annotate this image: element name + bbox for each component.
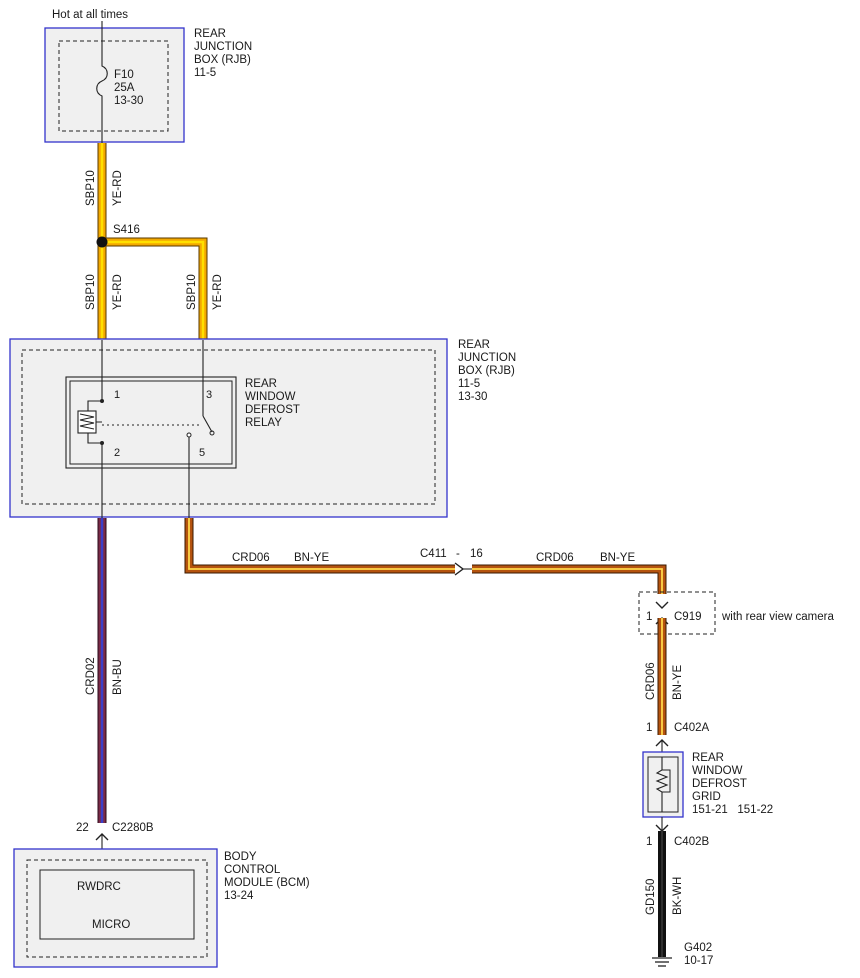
relay-name-1: REAR bbox=[245, 378, 277, 390]
c919-dashed-box bbox=[638, 591, 716, 635]
rjb-top-inner-dashed bbox=[58, 40, 169, 132]
connector-c402b: 1 C402B bbox=[646, 817, 709, 848]
relay-pin-5: 5 bbox=[199, 447, 205, 459]
fuse-page-ref: 13-30 bbox=[114, 95, 143, 107]
c411-label: C411 bbox=[420, 548, 447, 560]
wire-sbp10-top-circuit: SBP10 bbox=[85, 170, 97, 206]
grid-bracket bbox=[662, 769, 671, 793]
wire-sbp10-left-circuit: SBP10 bbox=[85, 274, 97, 310]
rjb-main-name-1: REAR bbox=[458, 339, 490, 351]
ground-label: G402 bbox=[684, 942, 712, 954]
relay-pin5-contact bbox=[186, 432, 192, 438]
wire-sbp10-left-color: YE-RD bbox=[112, 274, 124, 310]
grid-name-3: DEFROST bbox=[692, 778, 747, 790]
rjb-top-page-ref: 11-5 bbox=[194, 67, 216, 79]
c2280b-pin: 22 bbox=[76, 822, 89, 834]
rjb-main-name-3: BOX (RJB) bbox=[458, 365, 515, 377]
c2280b-label: C2280B bbox=[112, 822, 154, 834]
wire-crd06-a-color: BN-YE bbox=[294, 552, 329, 564]
relay-switch-pivot bbox=[209, 430, 215, 436]
c402a-pin: 1 bbox=[646, 722, 652, 734]
bcm-name-1: BODY bbox=[224, 851, 257, 863]
relay-pin-1: 1 bbox=[114, 389, 120, 401]
c402b-label: C402B bbox=[674, 836, 709, 848]
rjb-top-name-3: BOX (RJB) bbox=[194, 54, 251, 66]
c402b-pin: 1 bbox=[646, 836, 652, 848]
fuse-f10-label: F10 bbox=[114, 69, 134, 81]
c411-dash: - bbox=[456, 548, 460, 560]
grid-inner-box bbox=[647, 756, 679, 813]
relay-outer-box bbox=[65, 376, 237, 469]
wire-crd02-circuit: CRD02 bbox=[85, 657, 97, 695]
c919-note: with rear view camera bbox=[721, 611, 834, 623]
defrost-relay: 1 2 3 5 REAR WINDOW DEFROST RELAY bbox=[65, 340, 300, 518]
rjb-main-page-ref-1: 11-5 bbox=[458, 378, 480, 390]
grid-name-4: GRID bbox=[692, 791, 721, 803]
rjb-main-box bbox=[9, 338, 448, 518]
relay-coil-zigzag bbox=[79, 413, 95, 430]
relay-name-2: WINDOW bbox=[245, 391, 296, 403]
wire-sbp10-right-color: YE-RD bbox=[212, 274, 224, 310]
relay-pin-3: 3 bbox=[206, 389, 212, 401]
fuse-f10-symbol bbox=[96, 58, 108, 110]
grid-page-refs: 151-21 151-22 bbox=[692, 804, 773, 816]
c402a-label: C402A bbox=[674, 722, 709, 734]
bcm-micro-box bbox=[39, 869, 195, 940]
rjb-main-name-2: JUNCTION bbox=[458, 352, 516, 364]
wire-crd06-b-circuit: CRD06 bbox=[536, 552, 574, 564]
rjb-top-name-1: REAR bbox=[194, 28, 226, 40]
bcm-dashed-box bbox=[26, 859, 208, 958]
wire-crd06-a-circuit: CRD06 bbox=[232, 552, 270, 564]
connector-c919: 1 C919 with rear view camera bbox=[638, 591, 834, 635]
bcm-micro-label: MICRO bbox=[92, 919, 130, 931]
power-note: Hot at all times bbox=[52, 9, 128, 21]
relay-name-4: RELAY bbox=[245, 417, 282, 429]
splice-s416-label: S416 bbox=[113, 224, 140, 236]
grid-outer-box bbox=[642, 751, 684, 818]
wire-sbp10-top-color: YE-RD bbox=[112, 170, 124, 206]
relay-pin-2: 2 bbox=[114, 447, 120, 459]
connector-c411: C411 - 16 bbox=[420, 548, 483, 576]
relay-name-3: DEFROST bbox=[245, 404, 300, 416]
connector-c402a: 1 C402A bbox=[646, 722, 709, 752]
c411-arrow-icon bbox=[454, 562, 465, 576]
c919-label: C919 bbox=[674, 611, 702, 623]
wire-sbp10-branch[interactable] bbox=[102, 237, 208, 340]
relay-inner-box bbox=[69, 380, 233, 465]
relay-switch-arm bbox=[202, 415, 213, 433]
grid-name-1: REAR bbox=[692, 752, 724, 764]
rjb-main-inner-dashed bbox=[21, 349, 436, 505]
rjb-main-page-ref-2: 13-30 bbox=[458, 391, 487, 403]
bcm-pin-label: RWDRC bbox=[77, 881, 121, 893]
wire-gd150-circuit: GD150 bbox=[645, 879, 657, 915]
wire-crd06-c-circuit: CRD06 bbox=[645, 662, 657, 700]
splice-s416-dot bbox=[96, 236, 108, 248]
grid-heater-icon bbox=[655, 757, 669, 812]
ground-page-ref: 10-17 bbox=[684, 955, 713, 967]
wire-crd06-b[interactable] bbox=[472, 564, 667, 594]
wire-crd06-c-color: BN-YE bbox=[672, 665, 684, 700]
wire-crd06-b-color: BN-YE bbox=[600, 552, 635, 564]
rjb-top-name-2: JUNCTION bbox=[194, 41, 252, 53]
fuse-amperage: 25A bbox=[114, 82, 135, 94]
c919-down-arrow-icon bbox=[655, 601, 669, 609]
bcm-name-3: MODULE (BCM) bbox=[224, 877, 310, 889]
wire-sbp10-right-circuit: SBP10 bbox=[186, 274, 198, 310]
rjb-top: F10 25A 13-30 REAR JUNCTION BOX (RJB) 11… bbox=[44, 27, 252, 144]
ground-g402: G402 10-17 bbox=[652, 942, 713, 967]
defrost-grid: REAR WINDOW DEFROST GRID 151-21 151-22 bbox=[642, 751, 773, 818]
bcm-name-2: CONTROL bbox=[224, 864, 281, 876]
c919-pin: 1 bbox=[646, 611, 652, 623]
wire-gd150-color: BK-WH bbox=[672, 877, 684, 915]
body-control-module: RWDRC MICRO BODY CONTROL MODULE (BCM) 13… bbox=[13, 848, 310, 968]
bcm-outer-box bbox=[13, 848, 218, 968]
wire-crd02-color: BN-BU bbox=[112, 659, 124, 695]
wire-crd06-a[interactable] bbox=[184, 518, 455, 574]
rjb-top-box bbox=[44, 27, 185, 143]
bcm-page-ref: 13-24 bbox=[224, 890, 254, 902]
c411-pin: 16 bbox=[470, 548, 483, 560]
grid-name-2: WINDOW bbox=[692, 765, 743, 777]
